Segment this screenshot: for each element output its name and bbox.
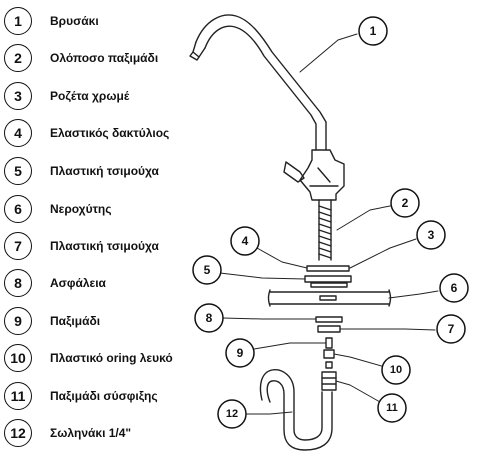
faucet-handle-body [283, 149, 345, 201]
legend-label: Πλαστικό oring λευκό [50, 351, 173, 365]
legend-item-5: 5 Πλαστική τσιμούχα [4, 156, 159, 186]
legend-label: Βρυσάκι [50, 14, 99, 28]
callout-6 [439, 273, 469, 303]
legend-label: Παξιμάδι [50, 314, 101, 328]
legend-number-badge: 8 [4, 269, 32, 297]
callout-1 [358, 16, 388, 46]
callout-10 [381, 355, 411, 385]
callout-number: 1 [370, 24, 377, 38]
callout-5 [192, 255, 222, 285]
legend-item-8: 8 Ασφάλεια [4, 268, 106, 298]
legend-label: Ασφάλεια [50, 276, 106, 290]
legend-label: Σωληνάκι 1/4" [50, 426, 132, 440]
legend-number-badge: 1 [4, 7, 32, 35]
legend-item-9: 9 Παξιμάδι [4, 306, 100, 336]
legend-number-badge: 12 [4, 419, 32, 447]
legend-label: Πλαστική τσιμούχα [50, 164, 159, 178]
legend-label: Ελαστικός δακτύλιος [50, 126, 170, 140]
faucet-spout [189, 14, 327, 151]
legend-number-badge: 7 [4, 232, 32, 260]
legend-item-12: 12 Σωληνάκι 1/4" [4, 418, 131, 448]
legend-number-badge: 6 [4, 195, 32, 223]
washer-stack [304, 265, 352, 288]
legend-item-3: 3 Ροζέτα χρωμέ [4, 81, 129, 111]
sink-deck [267, 289, 392, 307]
nut-and-oring [323, 337, 335, 369]
callout-3 [416, 220, 446, 250]
legend-item-11: 11 Παξιμάδι σύσφιξης [4, 381, 158, 411]
legend-item-6: 6 Νεροχύτης [4, 194, 112, 224]
legend-number-badge: 3 [4, 82, 32, 110]
legend-number-badge: 2 [4, 44, 32, 72]
callout-number: 7 [448, 322, 455, 336]
lower-gaskets [315, 316, 343, 333]
callout-number: 10 [390, 364, 402, 376]
legend-item-4: 4 Ελαστικός δακτύλιος [4, 118, 169, 148]
legend-label: Ροζέτα χρωμέ [50, 89, 130, 103]
legend-label: Παξιμάδι σύσφιξης [50, 389, 158, 403]
legend-number-badge: 11 [4, 382, 32, 410]
threaded-shank [318, 199, 332, 261]
legend-number-badge: 9 [4, 307, 32, 335]
legend-label: Πλαστική τσιμούχα [50, 239, 159, 253]
callout-number: 6 [451, 281, 458, 295]
legend-item-7: 7 Πλαστική τσιμούχα [4, 231, 159, 261]
callout-number: 5 [204, 263, 211, 277]
tubing [259, 369, 333, 451]
callout-7 [436, 314, 466, 344]
legend-number-badge: 5 [4, 157, 32, 185]
callout-12 [217, 399, 247, 429]
callout-number: 12 [226, 408, 238, 420]
callout-2 [390, 188, 420, 218]
legend-item-10: 10 Πλαστικό oring λευκό [4, 343, 173, 373]
callout-number: 2 [402, 196, 409, 210]
callout-number: 9 [237, 346, 244, 360]
callout-4 [230, 226, 260, 256]
callout-number: 11 [386, 402, 398, 414]
legend-label: Ολόποσο παξιμάδι [50, 51, 159, 65]
legend-item-1: 1 Βρυσάκι [4, 6, 99, 36]
legend-number-badge: 10 [4, 344, 32, 372]
legend-item-2: 2 Ολόποσο παξιμάδι [4, 43, 158, 73]
callout-number: 4 [242, 234, 249, 248]
legend-number-badge: 4 [4, 119, 32, 147]
compression-nut [321, 371, 337, 391]
callout-number: 8 [206, 311, 213, 325]
callout-number: 3 [428, 228, 435, 242]
callout-8 [194, 303, 224, 333]
callout-11 [377, 393, 407, 423]
callout-leaders [219, 33, 439, 415]
callout-9 [225, 338, 255, 368]
legend-label: Νεροχύτης [50, 202, 112, 216]
parts-legend: 1 Βρυσάκι 2 Ολόποσο παξιμάδι 3 Ροζέτα χρ… [0, 0, 200, 458]
